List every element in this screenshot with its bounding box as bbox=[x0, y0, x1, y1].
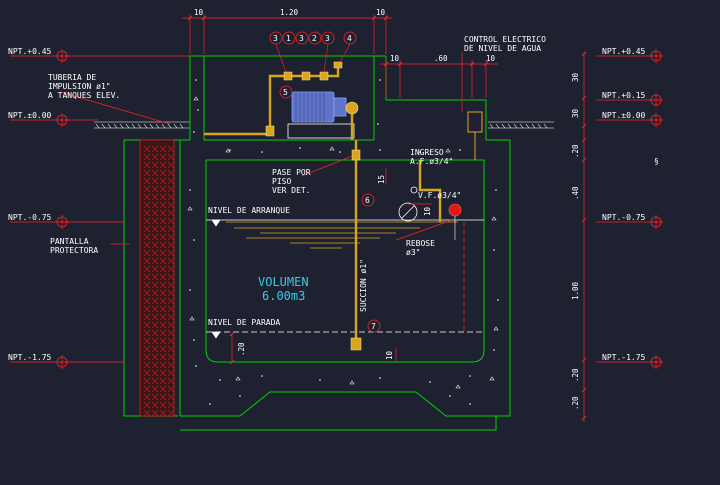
concrete-aggregate-triangles bbox=[187, 96, 499, 389]
volume-value: 6.00m3 bbox=[262, 289, 305, 303]
float-valve bbox=[398, 186, 418, 222]
callout-7: 7 bbox=[371, 322, 376, 331]
callout-3c: 3 bbox=[325, 34, 330, 43]
label-pase-line3: VER DET. bbox=[272, 186, 311, 195]
level-crosshairs bbox=[55, 49, 663, 369]
callout-1: 1 bbox=[286, 34, 291, 43]
label-tuberia-line1: TUBERIA DE bbox=[48, 73, 96, 82]
label-control-line1: CONTROL ELECTRICO bbox=[464, 35, 546, 44]
overflow-pipe bbox=[448, 203, 462, 240]
label-tuberia-line3: A TANQUES ELEV. bbox=[48, 91, 120, 100]
label-pantalla-line1: PANTALLA bbox=[50, 237, 89, 246]
label-ingreso-line1: INGRESO bbox=[410, 148, 444, 157]
water-level-markers bbox=[206, 219, 484, 339]
label-pase-line1: PASE POR bbox=[272, 168, 311, 177]
label-pase-line2: PISO bbox=[272, 177, 291, 186]
dim-right-30b: 30 bbox=[571, 108, 580, 118]
dim-right-30a: 30 bbox=[571, 72, 580, 82]
dim-right-20c: .20 bbox=[571, 396, 580, 410]
dim-inner-10a: 10 bbox=[423, 206, 432, 216]
callout-2: 2 bbox=[312, 34, 317, 43]
dim-top-c: 10 bbox=[376, 8, 386, 17]
level-right-1: NPT.+0.45 bbox=[602, 47, 646, 56]
label-tuberia-line2: IMPULSION ø1" bbox=[48, 82, 111, 91]
dim-right-100: 1.00 bbox=[571, 281, 580, 300]
label-ingreso-line2: A.F.ø3/4" bbox=[410, 157, 453, 166]
level-right-3: NPT.±0.00 bbox=[602, 111, 646, 120]
callout-5: 5 bbox=[283, 88, 288, 97]
dim-inner-15: 15 bbox=[377, 175, 386, 184]
ground-hatch-right bbox=[488, 121, 554, 129]
dim-right-20a: .20 bbox=[571, 144, 580, 158]
label-nivel-parada: NIVEL DE PARADA bbox=[208, 318, 280, 327]
label-rebose-line1: REBOSE bbox=[406, 239, 435, 248]
section-symbol: § bbox=[654, 157, 659, 166]
water-body bbox=[226, 221, 458, 249]
volume-title: VOLUMEN bbox=[258, 275, 309, 289]
label-succion: SUCCION ø1" bbox=[359, 259, 368, 312]
label-control-line2: DE NIVEL DE AGUA bbox=[464, 44, 541, 53]
level-control-box bbox=[467, 111, 483, 160]
callout-3b: 3 bbox=[299, 34, 304, 43]
dim-inner-20: .20 bbox=[237, 342, 246, 356]
level-left-2: NPT.±0.00 bbox=[8, 111, 52, 120]
pipework bbox=[204, 66, 442, 342]
callout-circles bbox=[269, 31, 381, 333]
level-right-4: NPT.-0.75 bbox=[602, 213, 646, 222]
dim-top-f: 10 bbox=[486, 54, 496, 63]
callout-4: 4 bbox=[347, 34, 352, 43]
label-rebose-line2: ø3" bbox=[406, 248, 420, 257]
ground-hatch-left bbox=[94, 121, 190, 129]
level-left-3: NPT.-0.75 bbox=[8, 213, 52, 222]
dim-right-40: .40 bbox=[571, 186, 580, 200]
callout-3a: 3 bbox=[273, 34, 278, 43]
level-left-1: NPT.+0.45 bbox=[8, 47, 52, 56]
level-right-2: NPT.+0.15 bbox=[602, 91, 646, 100]
label-nivel-arranque: NIVEL DE ARRANQUE bbox=[208, 206, 290, 215]
level-right-5: NPT.-1.75 bbox=[602, 353, 646, 362]
dim-top-a: 10 bbox=[194, 8, 204, 17]
concrete-aggregate bbox=[189, 79, 499, 405]
dim-right-20b: .20 bbox=[571, 368, 580, 382]
pipe-fittings bbox=[265, 61, 362, 351]
dim-inner-10b: 10 bbox=[385, 350, 394, 360]
dim-top-d: 10 bbox=[390, 54, 400, 63]
label-valvula-flotador: V.F.ø3/4" bbox=[418, 191, 461, 200]
dim-top-e: .60 bbox=[434, 54, 448, 63]
label-pantalla-line2: PROTECTORA bbox=[50, 246, 98, 255]
pump-unit bbox=[287, 91, 359, 139]
protective-screen bbox=[139, 139, 175, 417]
level-left-4: NPT.-1.75 bbox=[8, 353, 52, 362]
dim-top-b: 1.20 bbox=[280, 8, 299, 17]
callout-6: 6 bbox=[365, 196, 370, 205]
